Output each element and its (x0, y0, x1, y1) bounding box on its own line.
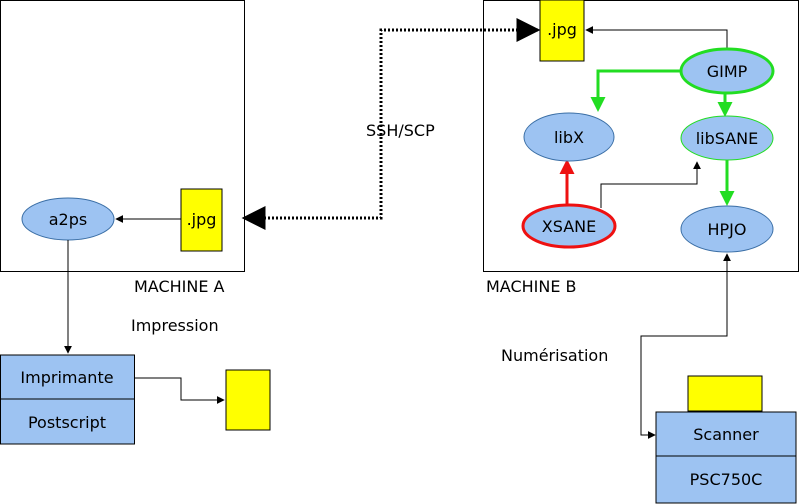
jpg-file-b (539, 0, 585, 62)
scanner-box-bottom (655, 455, 797, 504)
jpg-file-b-label: .jpg (547, 20, 577, 39)
scanner-box-top (655, 411, 797, 457)
libsane-label: libSANE (696, 129, 759, 148)
gimp-to-jpg-arrow (585, 26, 728, 49)
libsane-node (680, 115, 774, 161)
ssh-scp-label: SSH/SCP (366, 121, 435, 140)
xsane-node (521, 203, 617, 249)
xsane-to-libsane-arrow (600, 161, 701, 208)
printed-page (225, 369, 271, 431)
postscript-label: Postscript (28, 413, 106, 432)
hpjo-node (680, 205, 774, 253)
ssh-scp-connector (241, 18, 541, 230)
printer-box-top (0, 354, 135, 400)
libx-node (523, 112, 615, 162)
xsane-label: XSANE (542, 217, 596, 236)
a2ps-label: a2ps (49, 210, 87, 229)
machine-a-label: MACHINE A (134, 277, 225, 296)
printer-box-bottom (0, 398, 135, 445)
gimp-label: GIMP (707, 62, 748, 81)
printer-to-page-arrow (134, 377, 225, 404)
impression-label: Impression (131, 316, 219, 335)
scanner-document (687, 375, 763, 412)
hpjo-scanner-connector (640, 253, 731, 439)
libx-label: libX (554, 128, 584, 147)
jpg-file-a (180, 188, 223, 252)
scanner-label: Scanner (693, 425, 759, 444)
psc750c-label: PSC750C (690, 470, 763, 489)
printer-label: Imprimante (20, 368, 113, 387)
machine-b-label: MACHINE B (486, 277, 577, 296)
gimp-to-libx-arrow (590, 69, 682, 112)
numerisation-label: Numérisation (501, 346, 608, 365)
hpjo-label: HPJO (708, 220, 747, 239)
gimp-node (679, 47, 775, 95)
jpg-file-a-label: .jpg (187, 210, 217, 229)
